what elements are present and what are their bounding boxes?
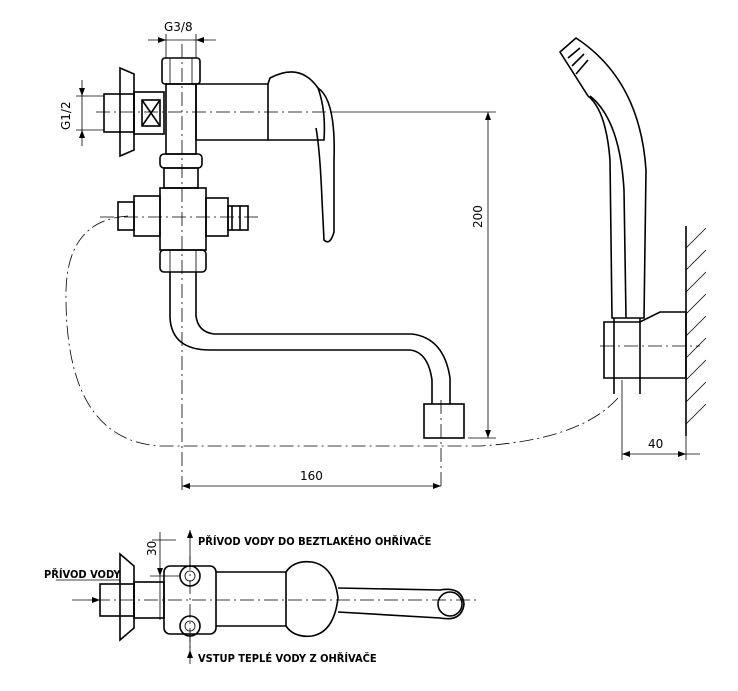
label-privod-vody-do: PŘÍVOD VODY DO BEZTLAKÉHO OHŘÍVAČE — [198, 535, 432, 548]
wall-hatch — [685, 226, 707, 436]
inlet-nut — [103, 93, 135, 133]
aerator — [423, 403, 465, 439]
dim-g12: G1/2 — [59, 101, 73, 130]
wall-holder — [600, 311, 700, 379]
dim-g38: G3/8 — [164, 20, 193, 34]
hose-path — [65, 215, 619, 447]
dim-160: 160 — [300, 469, 323, 483]
top-nut — [161, 57, 201, 85]
spout — [169, 272, 433, 404]
tee-fitting — [159, 187, 207, 251]
label-privod-vody: PŘÍVOD VODY — [44, 568, 121, 581]
lever-handle — [315, 87, 335, 243]
shower-head — [558, 36, 647, 394]
faucet-top-view — [96, 552, 480, 650]
dim-200: 200 — [471, 205, 485, 228]
dim-40: 40 — [648, 437, 663, 451]
dim-30: 30 — [145, 541, 159, 556]
valve-body — [165, 83, 197, 155]
wall-flange — [119, 66, 135, 158]
faucet-front-view — [96, 44, 465, 490]
mixer-body — [195, 71, 326, 141]
label-vstup-teple: VSTUP TEPLÉ VODY Z OHŘÍVAČE — [198, 652, 377, 665]
